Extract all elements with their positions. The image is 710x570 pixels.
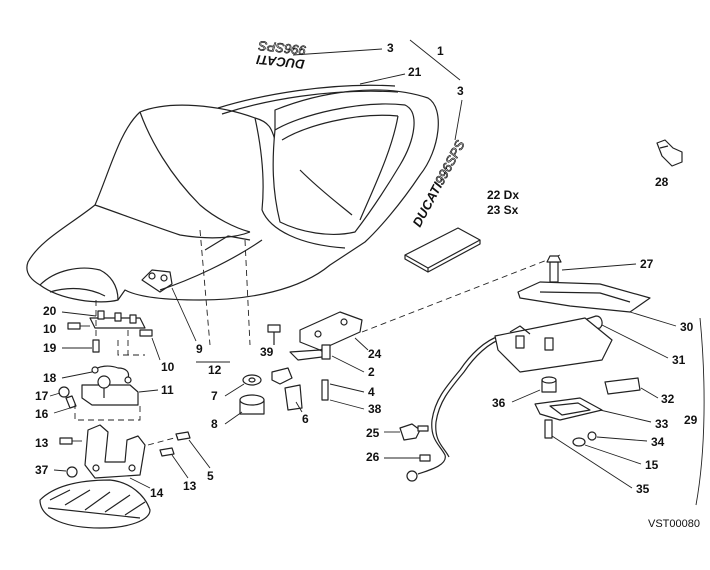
label-31: 31 — [672, 353, 686, 367]
label-23: 23 Sx — [487, 203, 519, 217]
label-21: 21 — [408, 65, 422, 79]
label-2: 2 — [368, 365, 375, 379]
label-26: 26 — [366, 450, 380, 464]
label-15: 15 — [645, 458, 659, 472]
label-16: 16 — [35, 407, 49, 421]
label-9: 9 — [196, 342, 203, 356]
label-10-left: 10 — [43, 322, 57, 336]
label-13-left: 13 — [35, 436, 49, 450]
decal-top-brand: DUCATI — [255, 52, 305, 72]
label-10-right: 10 — [161, 360, 175, 374]
label-22: 22 Dx — [487, 188, 519, 202]
center-bracket: 24 2 4 38 — [289, 254, 561, 416]
label-24: 24 — [368, 347, 382, 361]
label-36: 36 — [492, 396, 506, 410]
decal-top-model: 996SPS — [257, 38, 306, 58]
middle-hardware: 7 8 39 6 — [211, 324, 309, 431]
release-cable: 25 26 — [366, 335, 505, 482]
label-38: 38 — [368, 402, 382, 416]
label-34: 34 — [651, 435, 665, 449]
label-3-side: 3 — [457, 84, 464, 98]
label-7: 7 — [211, 389, 218, 403]
left-hardware: 20 10 10 19 18 11 17 16 — [35, 300, 214, 529]
label-18: 18 — [43, 371, 57, 385]
drawing-code: VST00080 — [648, 518, 700, 530]
label-37: 37 — [35, 463, 49, 477]
label-11: 11 — [161, 383, 174, 397]
label-19: 19 — [43, 341, 57, 355]
label-5: 5 — [207, 469, 214, 483]
tail-assembly: 27 30 31 36 32 33 34 15 — [492, 255, 705, 506]
decal-side-brand: DUCATI — [409, 180, 445, 230]
label-27: 27 — [640, 257, 654, 271]
label-29: 29 — [684, 413, 698, 427]
label-20: 20 — [43, 304, 57, 318]
decal-side-model: 996SPS — [432, 138, 468, 187]
label-33: 33 — [655, 417, 669, 431]
label-12: 12 — [208, 363, 222, 377]
label-6: 6 — [302, 412, 309, 426]
callout-1-3: 3 1 3 21 — [292, 39, 464, 141]
seat — [26, 84, 439, 303]
label-1: 1 — [437, 44, 444, 58]
label-17: 17 — [35, 389, 49, 403]
label-30: 30 — [680, 320, 694, 334]
pins-9-12: 9 12 — [171, 229, 251, 377]
label-25: 25 — [366, 426, 380, 440]
label-32: 32 — [661, 392, 675, 406]
label-35: 35 — [636, 482, 650, 496]
label-28: 28 — [655, 175, 669, 189]
label-4: 4 — [368, 385, 375, 399]
decal-top: DUCATI 996SPS — [255, 38, 307, 72]
label-8: 8 — [211, 417, 218, 431]
part-28-clip: 28 — [655, 139, 683, 189]
label-13-right: 13 — [183, 479, 197, 493]
decal-patch: 22 Dx 23 Sx — [404, 188, 519, 273]
label-39: 39 — [260, 345, 274, 359]
label-14: 14 — [150, 486, 164, 500]
label-3-top: 3 — [387, 41, 394, 55]
